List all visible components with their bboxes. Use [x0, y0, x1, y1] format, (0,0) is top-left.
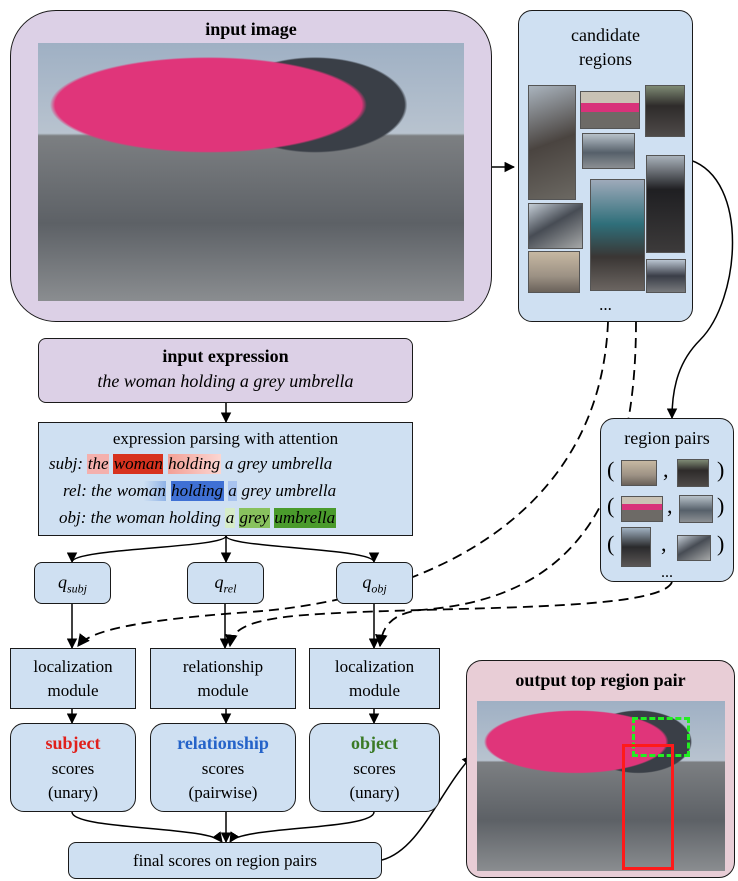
- object-bbox: [632, 717, 690, 757]
- subject-bbox: [622, 744, 674, 870]
- query-subj-box: qsubj: [34, 562, 111, 604]
- candidate-thumb: [528, 203, 583, 249]
- query-rel-label: qrel: [214, 572, 237, 596]
- parsing-title: expression parsing with attention: [112, 429, 339, 448]
- final-scores-box: final scores on region pairs: [68, 842, 382, 879]
- query-obj-box: qobj: [336, 562, 413, 604]
- subject-scores-name: subject: [45, 733, 101, 753]
- subject-scores-box: subject scores (unary): [10, 723, 136, 812]
- query-rel-box: qrel: [187, 562, 264, 604]
- pair-thumb: [621, 527, 651, 567]
- input-expression-title: input expression: [162, 346, 289, 366]
- parsing-row-obj: obj: the woman holding a grey umbrella: [59, 508, 336, 528]
- input-photo: [38, 43, 464, 301]
- region-pairs-ellipsis: ...: [661, 564, 673, 581]
- candidate-thumb: [580, 91, 640, 129]
- arrow-parsing-to-qobj: [225, 535, 380, 564]
- output-photo: [477, 701, 725, 871]
- candidate-thumb: [528, 251, 580, 293]
- candidate-thumb: [582, 133, 635, 169]
- parsing-box: expression parsing with attention subj: …: [38, 422, 413, 536]
- arrow-candidates-to-pairs: [666, 159, 734, 420]
- arrow-final-to-output: [381, 755, 473, 861]
- parsing-row-rel: rel: the woman holding a grey umbrella: [63, 481, 337, 501]
- dashed-pairs-to-relmod: [225, 581, 673, 648]
- candidate-thumb: [590, 179, 645, 291]
- input-expression-box: input expression the woman holding a gre…: [38, 338, 413, 403]
- region-pairs-panel: region pairs ( , ) ( , ) ( , ) ...: [600, 418, 734, 582]
- output-title: output top region pair: [515, 670, 686, 690]
- region-pairs-title: region pairs: [624, 428, 710, 448]
- arrow-obj-to-final: [229, 811, 375, 843]
- candidate-thumb: [645, 85, 685, 137]
- final-scores-text: final scores on region pairs: [132, 851, 318, 870]
- pair-thumb: [679, 495, 713, 523]
- input-image-panel: input image: [10, 10, 492, 322]
- output-panel: output top region pair: [466, 660, 735, 878]
- arrow-subj-to-final: [71, 811, 223, 843]
- row-label: rel:: [63, 481, 87, 500]
- pair-thumb: [621, 460, 657, 486]
- relationship-scores-name: relationship: [177, 733, 269, 753]
- candidate-thumb: [528, 85, 576, 200]
- candidate-thumb: [646, 155, 685, 253]
- arrow-parsing-to-qsubj: [66, 535, 227, 564]
- region-pair-row: ( , ): [607, 527, 729, 567]
- candidate-ellipsis: ...: [599, 295, 612, 314]
- localization-module-right: localization module: [309, 648, 440, 709]
- row-label: obj:: [59, 508, 87, 527]
- pair-thumb: [621, 496, 663, 522]
- object-scores-name: object: [351, 733, 398, 753]
- localization-module-left: localization module: [10, 648, 136, 709]
- input-expression-text: the woman holding a grey umbrella: [97, 371, 354, 391]
- relationship-scores-box: relationship scores (pairwise): [150, 723, 296, 812]
- row-label: subj:: [49, 454, 83, 473]
- dashed-candidates-to-right-loc: [374, 321, 637, 648]
- pair-thumb: [677, 459, 709, 487]
- parsing-row-subj: subj: the woman holding a grey umbrella: [49, 454, 333, 474]
- dashed-candidates-to-left-loc: [77, 321, 609, 648]
- candidate-regions-panel: candidate regions ...: [518, 10, 693, 322]
- region-pair-row: ( , ): [607, 457, 729, 489]
- query-obj-label: qobj: [362, 572, 387, 596]
- candidate-regions-title: candidate regions: [571, 25, 640, 69]
- relationship-module: relationship module: [150, 648, 296, 709]
- query-subj-label: qsubj: [57, 572, 87, 596]
- input-image-title: input image: [205, 19, 297, 39]
- pair-thumb: [677, 535, 711, 561]
- object-scores-box: object scores (unary): [309, 723, 440, 812]
- candidate-thumb: [646, 259, 686, 293]
- region-pair-row: ( , ): [607, 493, 729, 525]
